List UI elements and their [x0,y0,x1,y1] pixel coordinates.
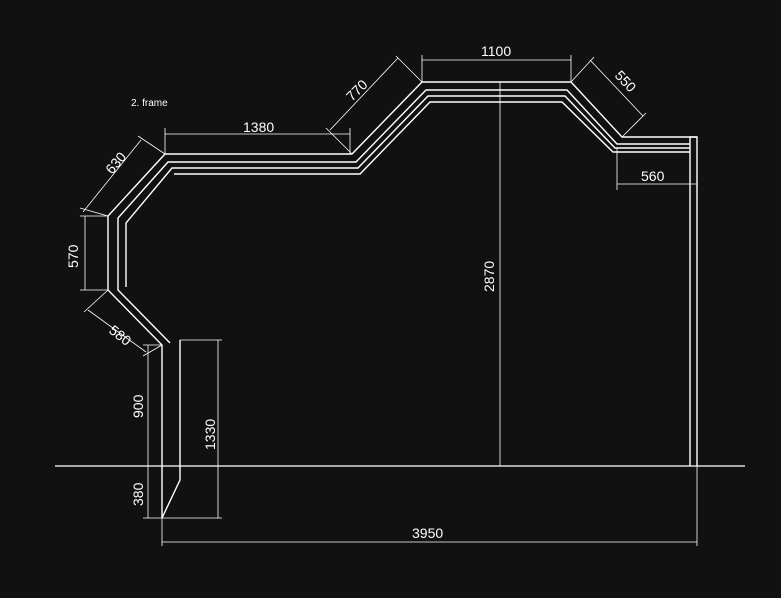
dim-380-label: 380 [130,482,146,506]
dim-770-ext2 [395,55,423,83]
drawing-title: 2. frame [131,98,168,109]
dim-1380-label: 1380 [243,119,274,135]
frame-leg-inner [161,340,181,519]
dim-550-ext1 [570,56,595,83]
frame-line-inner-1 [117,89,690,344]
frame-line-inner-2 [125,95,690,287]
dim-900-label: 900 [130,394,146,418]
dim-630-ext2 [137,135,166,155]
dim-770-ext1 [325,127,353,155]
dim-550-line [589,59,644,117]
dim-630-ext1 [79,207,109,217]
dim-560-label: 560 [641,168,665,184]
frame-outline [107,81,698,519]
dim-550-ext2 [621,112,647,138]
dim-3950-label: 3950 [412,525,443,541]
dim-570-label: 570 [65,244,81,268]
dim-580-ext1 [83,289,109,313]
dim-550-label: 550 [612,67,640,95]
dim-580-line [87,309,147,353]
dim-580-ext2 [142,344,163,357]
dim-770-line [329,57,399,131]
dim-630-label: 630 [102,149,129,177]
dim-1100-label: 1100 [481,43,511,59]
dimension-lines [79,55,698,546]
dim-2870-label: 2870 [481,261,497,292]
dim-1330-label: 1330 [202,419,218,450]
dim-630-line [82,139,142,213]
dim-770-label: 770 [343,76,371,104]
frame-line-inner-3 [174,101,690,175]
